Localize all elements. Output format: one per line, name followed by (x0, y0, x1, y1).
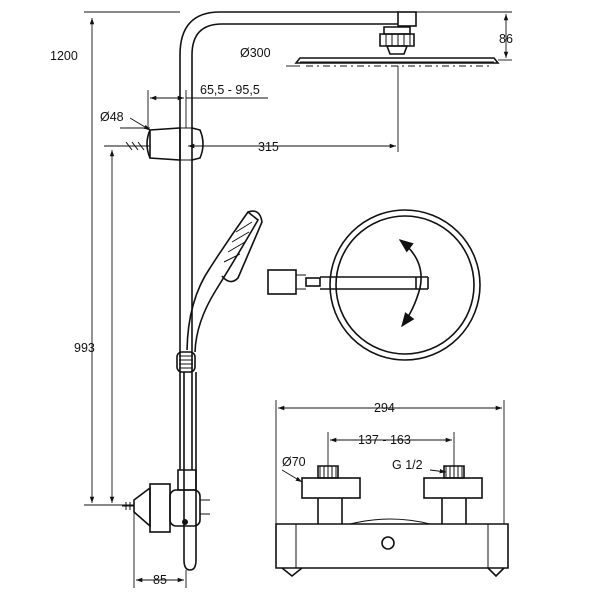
dim-label-centres: 137 - 163 (358, 433, 411, 447)
dimension-lines-side-view (84, 11, 512, 588)
dim-label-86: 86 (499, 32, 513, 46)
dim-label-1200: 1200 (50, 49, 78, 63)
dim-label-993: 993 (74, 341, 95, 355)
dim-label-315: 315 (258, 140, 279, 154)
dimension-lines-mixer (275, 400, 505, 524)
dim-label-85: 85 (153, 573, 167, 587)
dim-label-escutcheon-diameter: Ø70 (282, 455, 306, 469)
dim-label-294: 294 (374, 401, 395, 415)
shower-column-side-view (108, 11, 500, 571)
rotation-detail-view (267, 209, 481, 361)
dim-label-thread: G 1/2 (392, 458, 423, 472)
dim-label-head-diameter: Ø300 (240, 46, 271, 60)
dim-label-bracket-diameter: Ø48 (100, 110, 124, 124)
dim-label-arm-offset: 65,5 - 95,5 (200, 83, 260, 97)
thermostatic-mixer-front-view (275, 465, 509, 578)
